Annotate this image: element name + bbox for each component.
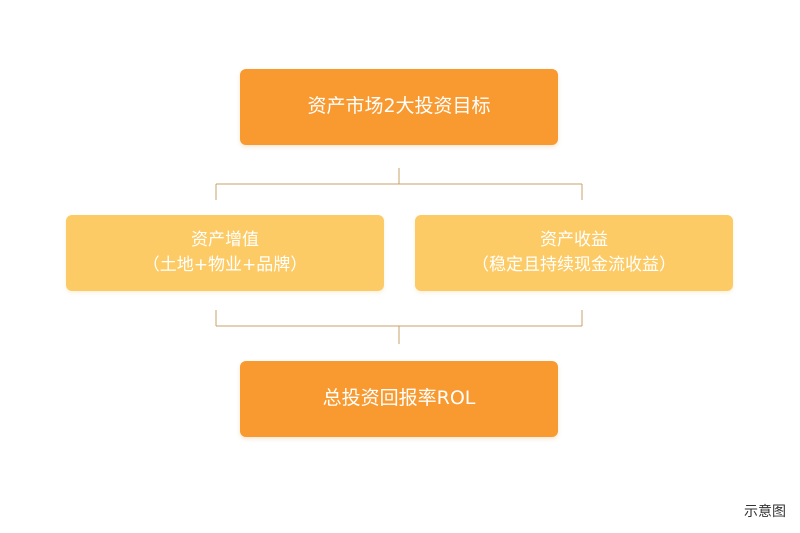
node-asset-income-detail: （稳定且持续现金流收益） bbox=[472, 255, 676, 275]
node-investment-goals-label: 资产市场2大投资目标 bbox=[307, 95, 491, 118]
node-asset-appreciation-title: 资产增值 bbox=[191, 230, 259, 251]
node-investment-goals: 资产市场2大投资目标 bbox=[240, 69, 558, 145]
diagram-caption: 示意图 bbox=[744, 504, 786, 520]
node-total-return: 总投资回报率ROL bbox=[240, 361, 558, 437]
node-asset-appreciation: 资产增值 （土地+物业+品牌） bbox=[66, 215, 384, 291]
node-asset-appreciation-detail: （土地+物业+品牌） bbox=[142, 255, 308, 275]
node-asset-income: 资产收益 （稳定且持续现金流收益） bbox=[415, 215, 733, 291]
node-asset-income-title: 资产收益 bbox=[540, 230, 608, 251]
node-total-return-label: 总投资回报率ROL bbox=[322, 387, 476, 410]
